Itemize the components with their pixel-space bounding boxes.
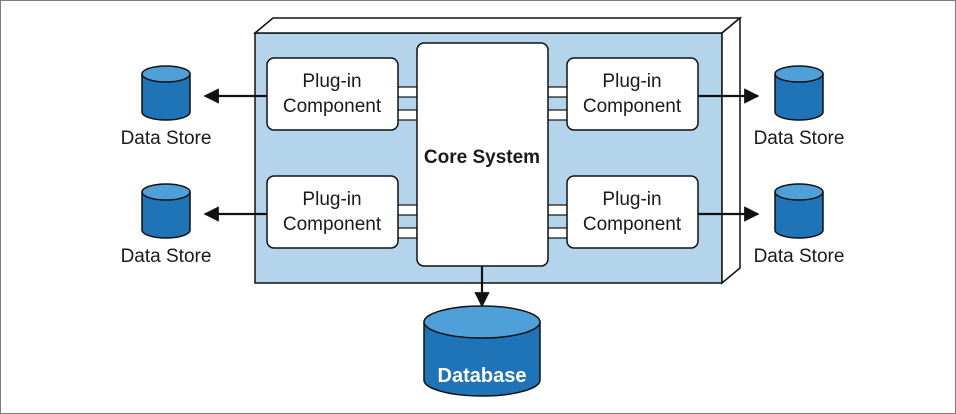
cylinder-icon bbox=[141, 183, 191, 201]
data-store-label: Data Store bbox=[754, 246, 845, 267]
cylinder-icon bbox=[774, 183, 824, 201]
data-store-label: Data Store bbox=[121, 128, 212, 149]
plugin-line2: Component bbox=[283, 96, 382, 117]
plugin-line2: Component bbox=[283, 214, 382, 235]
plugin-line1: Plug-in bbox=[302, 71, 361, 92]
data-store-bottom-right: Data Store bbox=[754, 183, 845, 267]
data-store-bottom-left: Data Store bbox=[121, 183, 212, 267]
cylinder-icon bbox=[774, 65, 824, 83]
cylinder-icon bbox=[141, 65, 191, 83]
plugin-component-bottom-right: Plug-in Component bbox=[566, 175, 699, 249]
plugin-line1: Plug-in bbox=[302, 189, 361, 210]
database-cylinder-icon bbox=[423, 305, 541, 339]
data-store-top-left: Data Store bbox=[121, 65, 212, 149]
database-label: Database bbox=[438, 365, 527, 387]
plugin-component-bottom-left: Plug-in Component bbox=[266, 175, 399, 249]
data-store-label: Data Store bbox=[754, 128, 845, 149]
plugin-line1: Plug-in bbox=[602, 71, 661, 92]
database: Database bbox=[423, 305, 541, 397]
data-store-top-right: Data Store bbox=[754, 65, 845, 149]
plugin-line2: Component bbox=[583, 96, 682, 117]
data-store-label: Data Store bbox=[121, 246, 212, 267]
arrows bbox=[203, 88, 760, 308]
plugin-component-top-left: Plug-in Component bbox=[266, 57, 399, 131]
plugin-line2: Component bbox=[583, 214, 682, 235]
core-system-label: Core System bbox=[424, 147, 540, 168]
core-system: Core System bbox=[416, 42, 549, 267]
plugin-line1: Plug-in bbox=[602, 189, 661, 210]
plugin-component-top-right: Plug-in Component bbox=[566, 57, 699, 131]
